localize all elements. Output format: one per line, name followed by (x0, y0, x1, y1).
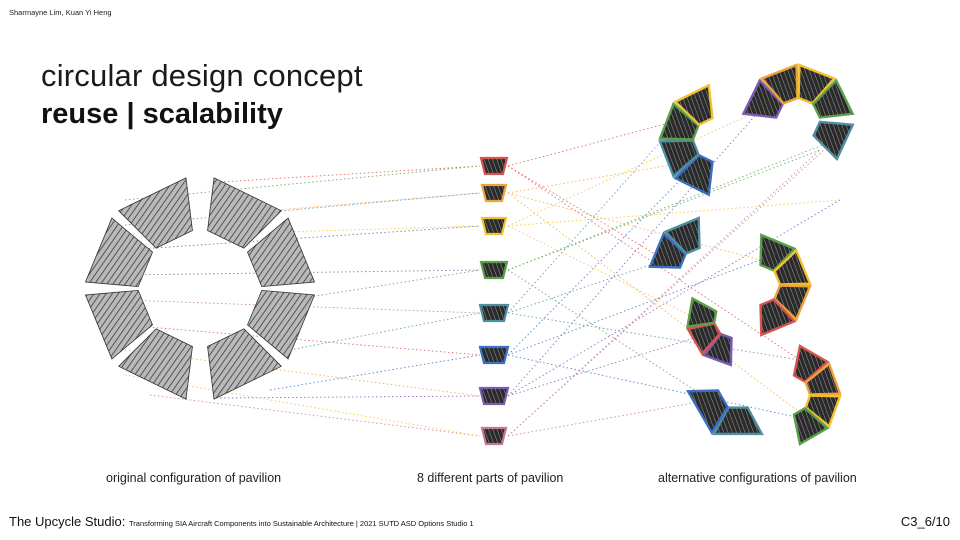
parts-column (478, 156, 510, 446)
connection-line (507, 192, 811, 421)
ring-segment (84, 289, 153, 360)
connection-line (507, 259, 761, 356)
pavilion-part (480, 183, 508, 203)
connection-line (507, 119, 681, 314)
connection-line (507, 399, 711, 437)
footer-subtitle: Transforming SIA Aircraft Components int… (128, 519, 474, 528)
connection-line (507, 119, 681, 167)
pavilion-part (478, 345, 510, 365)
connection-line (289, 269, 481, 301)
config-segment (685, 389, 729, 435)
connection-line (507, 165, 666, 261)
config-segment (686, 296, 718, 329)
connection-line (507, 159, 701, 356)
pavilion-part (478, 386, 510, 406)
connection-line (507, 109, 761, 227)
config-segment (663, 216, 701, 255)
footer: The Upcycle Studio: Transforming SIA Air… (9, 514, 474, 529)
connection-line (507, 225, 721, 331)
config-segment (673, 83, 714, 127)
footer-studio: The Upcycle Studio: (9, 514, 126, 529)
connection-lines (124, 109, 841, 437)
connection-line (507, 312, 801, 361)
connection-line (124, 192, 481, 226)
ring-segment (84, 217, 153, 288)
config-segment (811, 78, 855, 119)
connection-line (269, 354, 481, 391)
connection-line (507, 165, 801, 361)
config-segment (759, 298, 797, 337)
alternative-configurations (648, 63, 855, 446)
original-pavilion-ring (84, 177, 316, 400)
connection-line (507, 269, 711, 401)
pavilion-part (480, 426, 508, 446)
connection-line (219, 165, 481, 183)
connection-line (507, 139, 836, 271)
pavilion-part (479, 156, 509, 176)
slide-title: circular design concept (41, 58, 363, 93)
connection-line (289, 312, 481, 351)
connection-line (124, 324, 481, 356)
page-number: C3_6/10 (900, 514, 950, 529)
ring-segment (118, 177, 193, 249)
pavilion-part (479, 260, 509, 280)
caption-original: original configuration of pavilion (106, 471, 282, 485)
caption-alternatives: alternative configurations of pavilion (658, 471, 857, 485)
connection-line (507, 149, 821, 437)
connection-line (124, 225, 481, 251)
connection-line (124, 165, 481, 201)
connection-line (507, 139, 836, 437)
ring-segment (247, 217, 316, 288)
pavilion-part (478, 303, 510, 323)
connection-line (507, 192, 761, 261)
connection-line (507, 329, 721, 397)
config-segment (792, 406, 830, 446)
connection-line (124, 299, 481, 314)
ring-segment (118, 328, 193, 400)
pavilion-part (480, 216, 508, 236)
connection-line (281, 225, 481, 233)
connection-line (507, 199, 841, 397)
ring-segment (207, 177, 282, 249)
ring-segment (247, 289, 316, 360)
caption-parts: 8 different parts of pavilion (417, 471, 564, 485)
ring-segment (207, 328, 282, 400)
connection-line (507, 259, 666, 314)
connection-line (219, 395, 481, 399)
connection-line (149, 394, 481, 437)
connection-line (507, 199, 841, 227)
config-segment (812, 120, 855, 161)
connection-line (507, 159, 701, 194)
authors-credit: Sharmayne Lim, Kuan Yi Heng (9, 8, 112, 17)
slide-subtitle: reuse | scalability (41, 98, 283, 130)
connection-line (507, 354, 811, 421)
